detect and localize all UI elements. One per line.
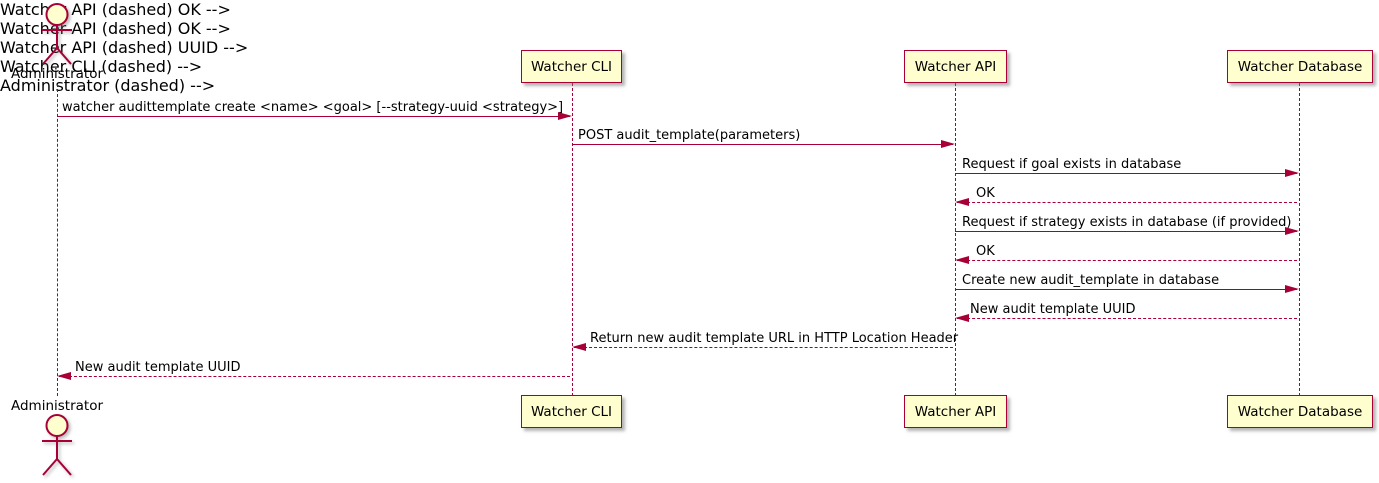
message-line: [955, 173, 1297, 174]
participant-watcher-api-bottom: Watcher API: [904, 395, 1007, 428]
message-label: Request if goal exists in database: [962, 157, 1182, 172]
message-line: [57, 116, 570, 117]
participant-label: Watcher CLI: [530, 58, 613, 75]
message-label: OK: [976, 186, 995, 201]
participant-watcher-api-top: Watcher API: [904, 50, 1007, 83]
message-line: [955, 289, 1297, 290]
participant-label: Watcher Database: [1237, 403, 1363, 420]
arrowhead-right-icon: [941, 140, 955, 148]
participant-watcher-database-top: Watcher Database: [1227, 50, 1373, 83]
message-line: [59, 376, 570, 377]
lifeline-watcher-api: [955, 83, 956, 396]
administrator-label-bottom: Administrator: [10, 398, 104, 414]
administrator-actor-icon-bottom: [42, 414, 72, 476]
participant-watcher-database-bottom: Watcher Database: [1227, 395, 1373, 428]
administrator-actor-icon-top: [42, 3, 72, 65]
lifeline-watcher-database: [1299, 83, 1300, 396]
message-label: New audit template UUID: [970, 302, 1136, 317]
arrowhead-right-icon: [1285, 285, 1299, 293]
arrowhead-right-icon: [1285, 169, 1299, 177]
administrator-label-top: Administrator: [10, 66, 104, 82]
message-line: [574, 347, 953, 348]
participant-label: Watcher CLI: [530, 403, 613, 420]
message-label: Create new audit_template in database: [962, 273, 1220, 288]
arrowhead-right-icon: [558, 112, 572, 120]
participant-watcher-cli-top: Watcher CLI: [521, 50, 622, 83]
message-line: [957, 318, 1297, 319]
message-label: Return new audit template URL in HTTP Lo…: [590, 331, 959, 346]
participant-label: Watcher API: [914, 403, 997, 420]
arrowhead-right-icon: [1285, 227, 1299, 235]
arrowhead-left-icon: [955, 314, 969, 322]
message-label: POST audit_template(parameters): [578, 128, 801, 143]
arrowhead-left-icon: [57, 372, 71, 380]
message-label: New audit template UUID: [75, 360, 241, 375]
message-line: [957, 202, 1297, 203]
message-label: OK: [976, 244, 995, 259]
arrowhead-left-icon: [955, 198, 969, 206]
message-label: Request if strategy exists in database (…: [962, 215, 1292, 230]
message-line: [957, 260, 1297, 261]
participant-watcher-cli-bottom: Watcher CLI: [521, 395, 622, 428]
message-line: [955, 231, 1297, 232]
message-line: [572, 144, 953, 145]
arrowhead-left-icon: [572, 343, 586, 351]
lifeline-administrator: [57, 84, 58, 396]
participant-label: Watcher Database: [1237, 58, 1363, 75]
message-label: watcher audittemplate create <name> <goa…: [62, 100, 564, 115]
lifeline-watcher-cli: [572, 83, 573, 396]
participant-label: Watcher API: [914, 58, 997, 75]
arrowhead-left-icon: [955, 256, 969, 264]
